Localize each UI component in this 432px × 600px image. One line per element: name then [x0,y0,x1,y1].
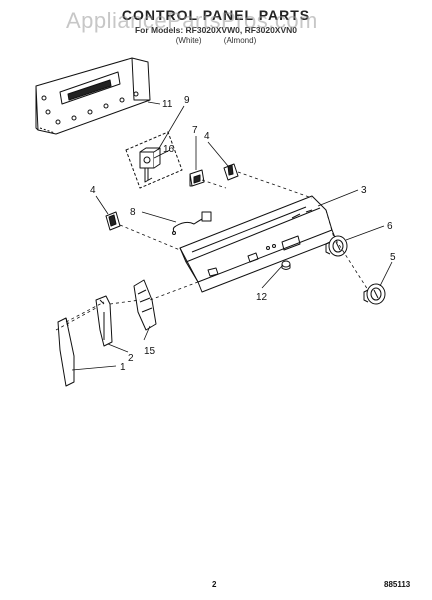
document-code: 885113 [384,580,411,589]
part-1-side-panel [57,317,75,387]
callout-labels: 11 9 16 7 4 4 8 3 6 5 12 15 2 1 [90,95,396,373]
callout-5: 7 [192,125,198,136]
callout-9: 5 [390,252,396,263]
alignment-lines [55,171,369,331]
callout-8: 6 [387,221,393,232]
part-3-control-panel [179,195,337,293]
callout-12: 12 [256,292,268,303]
part-11-backguard [35,57,151,135]
callout-3: 3 [361,185,367,196]
part-7-wire-harness [172,211,212,235]
callout-11: 11 [162,99,173,110]
callout-7: 8 [130,207,136,218]
callout-1: 1 [120,362,126,373]
variant-almond: (Almond) [223,36,257,45]
callout-4-left: 4 [90,185,96,196]
part-9-knob [363,283,386,305]
callout-16: 16 [163,144,175,155]
watermark-text: AppliancePartsPros.com [66,8,318,33]
variant-white: (White) [175,36,202,45]
model-numbers: For Models: RF3020XVW0, RF3020XVN0 [134,25,298,35]
callout-6: 9 [184,95,190,106]
part-4-bracket-left [105,211,121,231]
part-8-knob [325,235,348,257]
part-12-button [281,260,291,270]
part-15-end-cap [133,279,157,331]
page-number: 2 [212,580,217,589]
callout-4-right: 4 [204,131,210,142]
part-6-switch-assembly [125,131,183,189]
part-4-bracket-right [223,163,239,181]
leader-lines [71,101,393,371]
part-5-switch [189,169,205,187]
page-title: CONTROL PANEL PARTS [121,7,311,23]
callout-2: 2 [128,353,134,364]
part-2-bracket [95,295,113,347]
callout-15: 15 [144,346,156,357]
color-variants: (White) (Almond) [0,36,432,45]
